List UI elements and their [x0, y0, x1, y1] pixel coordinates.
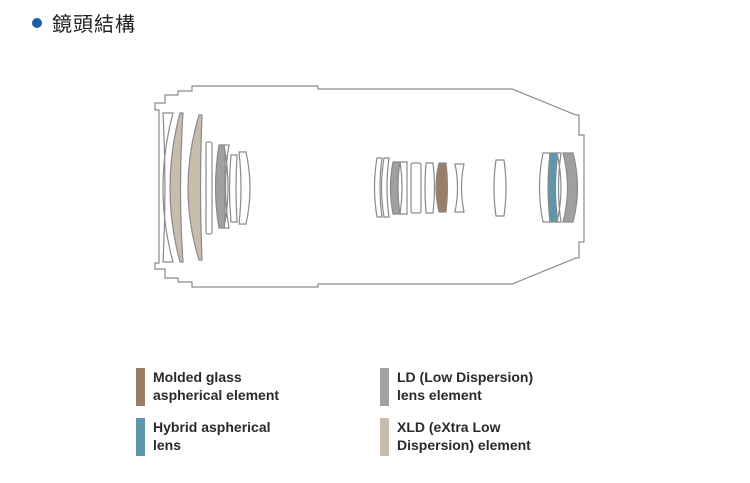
- legend-label: XLD (eXtra Low Dispersion) element: [397, 418, 557, 454]
- legend-item-molded-glass: Molded glass aspherical element: [136, 368, 313, 406]
- lens-element-20: [556, 152, 562, 223]
- lens-element-10: [380, 157, 390, 218]
- legend-label: Molded glass aspherical element: [153, 368, 313, 404]
- legend-label: Hybrid aspherical lens: [153, 418, 313, 454]
- legend-label: LD (Low Dispersion) lens element: [397, 368, 557, 404]
- lens-element-21-ld: [562, 152, 579, 223]
- lens-element-1: [162, 112, 174, 263]
- lens-element-11-ld: [389, 161, 401, 215]
- lens-element-5-ld: [214, 144, 226, 229]
- legend-item-xld: XLD (eXtra Low Dispersion) element: [380, 418, 557, 456]
- legend-label-line: LD (Low Dispersion): [397, 369, 534, 385]
- lens-element-7: [228, 154, 238, 223]
- lens-element-17: [493, 159, 507, 217]
- lens-barrel-outline: [154, 85, 585, 288]
- legend-item-ld: LD (Low Dispersion) lens element: [380, 368, 557, 406]
- lens-element-15-molded-aspherical: [435, 162, 449, 213]
- legend-label-line: lens: [153, 437, 182, 453]
- lens-element-2-xld: [169, 112, 184, 263]
- legend-label-line: Hybrid aspherical: [153, 419, 271, 435]
- section-heading: 鏡頭結構: [32, 8, 136, 37]
- legend: Molded glass aspherical element LD (Low …: [136, 368, 616, 460]
- legend-label-line: aspherical element: [153, 387, 280, 403]
- lens-element-13: [410, 162, 422, 214]
- legend-swatch: [380, 418, 389, 456]
- legend-label-line: lens element: [397, 387, 482, 403]
- legend-label-line: Molded glass: [153, 369, 242, 385]
- legend-label-line: Dispersion) element: [397, 437, 531, 453]
- legend-swatch: [136, 418, 145, 456]
- legend-label-line: XLD (eXtra Low: [397, 419, 501, 435]
- bullet-icon: [32, 17, 42, 28]
- legend-swatch: [380, 368, 389, 406]
- lens-element-4: [205, 141, 213, 235]
- lens-element-12: [399, 161, 408, 215]
- lens-element-8: [238, 151, 251, 225]
- lens-element-9: [373, 157, 383, 218]
- lens-element-6: [223, 144, 230, 229]
- lens-element-3-xld: [187, 114, 203, 261]
- lens-element-19-hybrid-aspherical: [547, 152, 559, 223]
- page-title: 鏡頭結構: [52, 12, 136, 36]
- legend-swatch: [136, 368, 145, 406]
- lens-element-16: [454, 163, 465, 213]
- lens-element-14: [424, 162, 436, 214]
- legend-item-hybrid-aspherical: Hybrid aspherical lens: [136, 418, 313, 456]
